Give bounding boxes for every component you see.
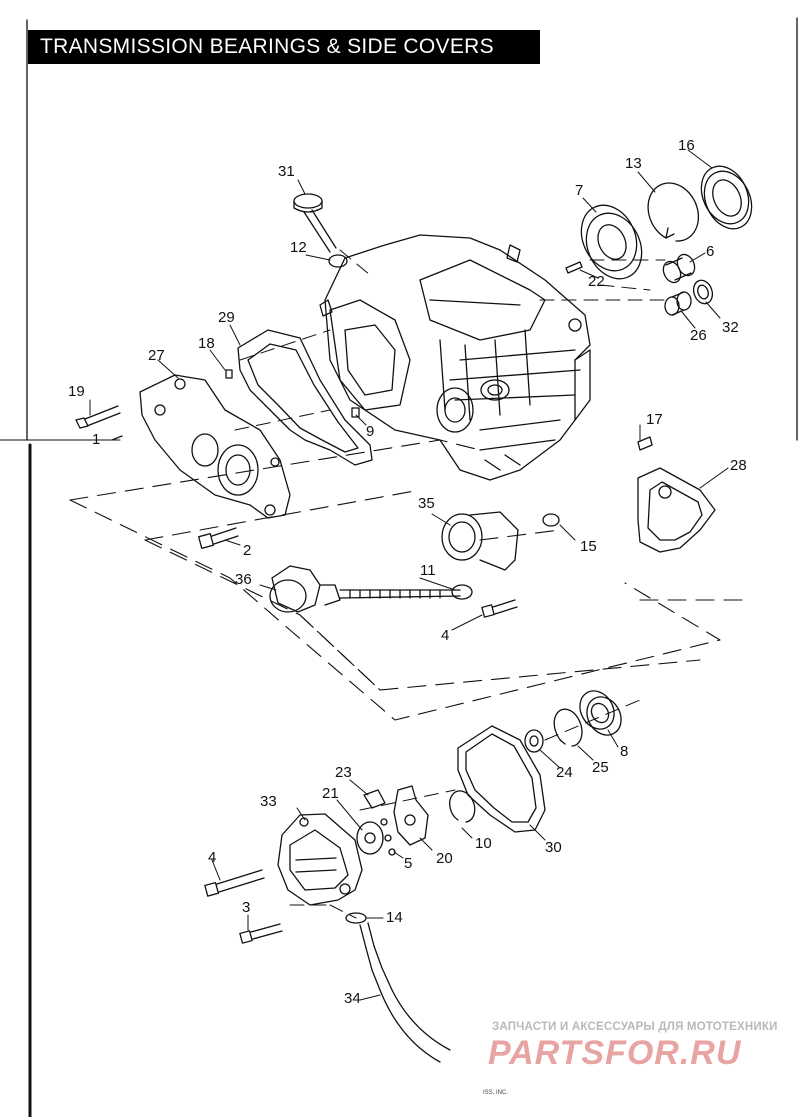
part-5-ball: [388, 848, 396, 856]
part-11-o-ring: [451, 584, 473, 600]
callout-21: 21: [322, 785, 339, 802]
callout-13: 13: [625, 155, 642, 172]
callout-28: 28: [730, 457, 747, 474]
callout-29: 29: [218, 309, 235, 326]
part-6-needle-bearing: [662, 253, 696, 284]
callout-26: 26: [690, 327, 707, 344]
callout-5: 5: [404, 855, 412, 872]
callout-23: 23: [335, 764, 352, 781]
part-3-bolt: [239, 923, 283, 944]
callout-27: 27: [148, 347, 165, 364]
part-1-dowel: [111, 435, 123, 441]
part-26-bushing: [664, 291, 692, 316]
callout-31: 31: [278, 163, 295, 180]
part-31-breather-bolt: [293, 193, 337, 253]
callout-11: 11: [420, 562, 436, 579]
callout-30: 30: [545, 839, 562, 856]
part-32-seal: [692, 279, 714, 305]
callout-2: 2: [243, 542, 251, 559]
part-13-retaining-ring: [647, 182, 700, 242]
part-8-bearing: [579, 690, 622, 736]
copyright-text: ISS, INC.: [483, 1090, 509, 1096]
part-21-plate: [356, 821, 384, 855]
part-24-bearing: [524, 729, 544, 753]
part-36-filler-plug: [269, 565, 461, 613]
part-16-oil-seal: [700, 165, 753, 230]
part-15-o-ring: [542, 513, 560, 527]
callout-6: 6: [706, 243, 714, 260]
callout-10: 10: [475, 835, 492, 852]
part-30-gasket: [457, 725, 546, 833]
callout-1: 1: [92, 431, 100, 448]
part-20-shift-lever: [393, 785, 429, 846]
part-7-bearing: [580, 204, 643, 280]
part-2-bolt: [198, 527, 239, 549]
transmission-case: [319, 234, 591, 481]
callout-3: 3: [242, 899, 250, 916]
callout-33: 33: [260, 793, 277, 810]
callout-32: 32: [722, 319, 739, 336]
callout-7: 7: [575, 182, 583, 199]
callout-12: 12: [290, 239, 307, 256]
callout-22: 22: [588, 273, 605, 290]
callout-4: 4: [441, 627, 449, 644]
part-4-bolt-lower: [204, 869, 265, 897]
callout-8: 8: [620, 743, 628, 760]
part-9-pin: [351, 407, 360, 418]
callout-9: 9: [366, 423, 374, 440]
part-34-sensor-cable: [359, 922, 451, 1063]
callout-18: 18: [198, 335, 215, 352]
callout-25: 25: [592, 759, 609, 776]
page-title: TRANSMISSION BEARINGS & SIDE COVERS: [28, 30, 540, 64]
part-19-bolt: [75, 405, 121, 429]
watermark-logo: PARTSFOR.RU: [488, 1034, 742, 1072]
callout-20: 20: [436, 850, 453, 867]
callout-24: 24: [556, 764, 573, 781]
part-18-pin: [225, 369, 233, 379]
callout-17: 17: [646, 411, 663, 428]
part-29-gasket: [237, 329, 373, 466]
callout-34: 34: [344, 990, 361, 1007]
watermark-tagline: ЗАПЧАСТИ И АКСЕССУАРЫ ДЛЯ МОТОТЕХНИКИ: [492, 1021, 778, 1033]
part-35-housing: [441, 511, 519, 571]
part-12-o-ring: [328, 254, 348, 268]
part-33-side-cover: [277, 813, 363, 906]
part-4-bolt-upper: [481, 599, 518, 618]
callout-16: 16: [678, 137, 695, 154]
callout-4-lower: 4: [208, 849, 216, 866]
part-10-ring: [449, 790, 476, 823]
callout-19: 19: [68, 383, 85, 400]
part-27-cover-plate: [139, 374, 291, 519]
part-25-ring: [553, 708, 583, 747]
part-17-dowel: [637, 436, 653, 451]
callout-15: 15: [580, 538, 597, 555]
callout-14: 14: [386, 909, 403, 926]
part-23-bracket: [363, 789, 386, 809]
callout-35: 35: [418, 495, 435, 512]
part-28-gasket: [637, 467, 716, 553]
callout-36: 36: [235, 571, 252, 588]
part-22-dowel: [565, 261, 583, 274]
